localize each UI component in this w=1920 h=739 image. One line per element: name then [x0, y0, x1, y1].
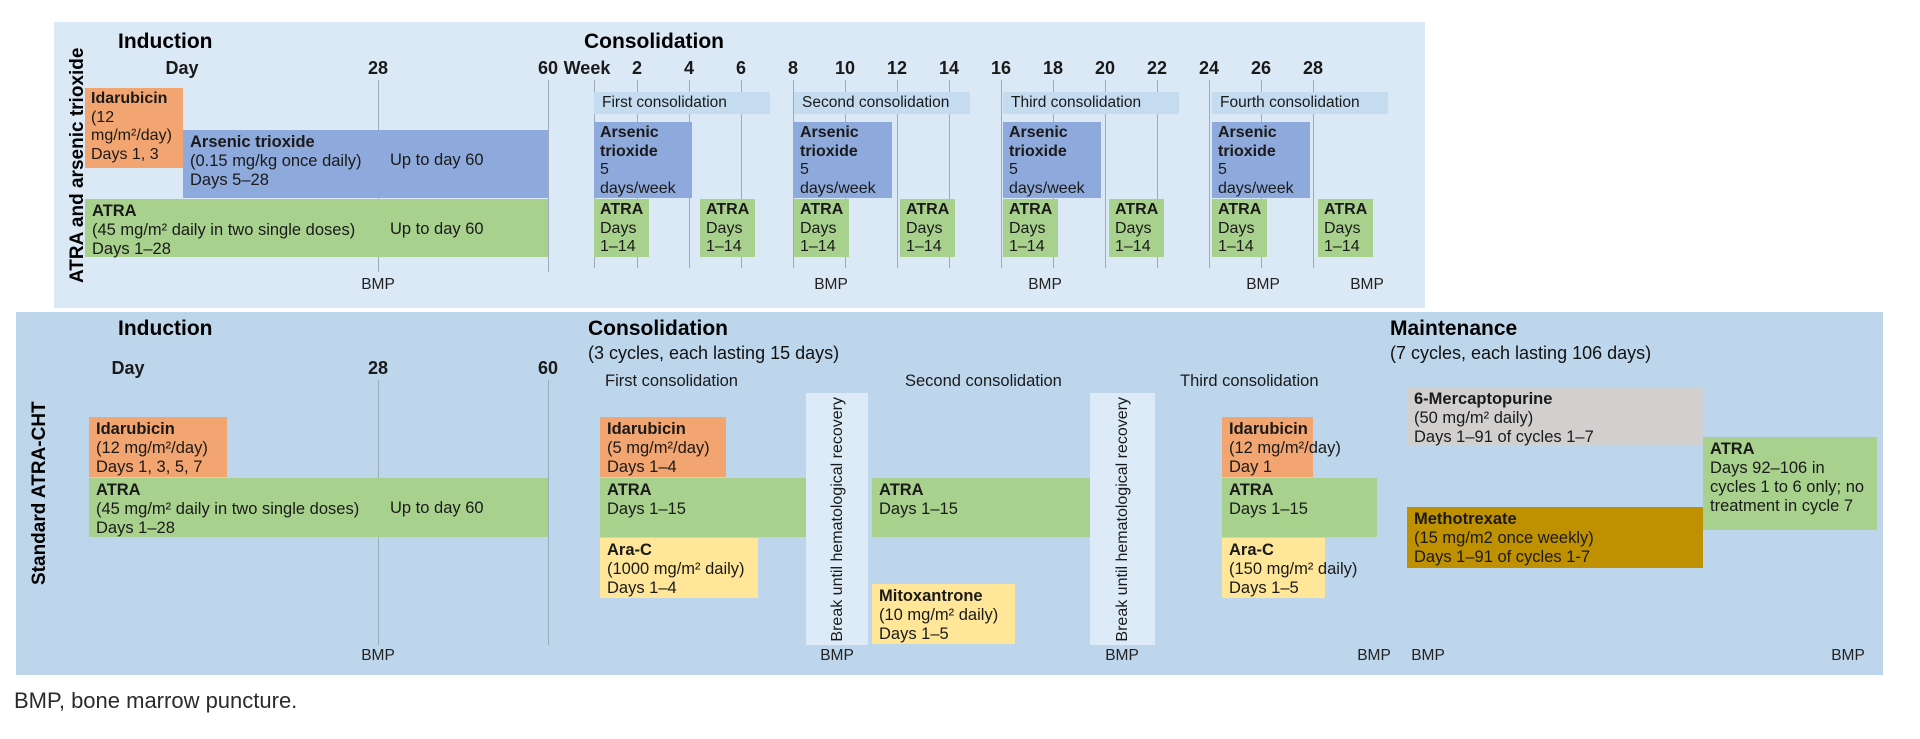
methotrexate-box: Methotrexate (15 mg/m2 once weekly) Days… [1407, 507, 1703, 568]
atra-box: ATRA Days 92–106 in cycles 1 to 6 only; … [1703, 437, 1877, 530]
bmp-marker: BMP [1246, 276, 1280, 293]
arsenic-trioxide-box: Arsenic trioxide (0.15 mg/kg once daily)… [183, 130, 548, 198]
week-tick-6: 6 [735, 58, 746, 78]
week-tick-12: 12 [886, 58, 908, 78]
gridline-week-16 [1001, 80, 1002, 268]
day-28-tick: 28 [367, 358, 389, 378]
day-60-tick: 60 [537, 58, 559, 78]
arsenic-trioxide-box: Arsenic trioxide 5 days/week [794, 122, 892, 198]
gridline-day-60 [548, 380, 549, 645]
week-tick-10: 10 [834, 58, 856, 78]
arsenic-trioxide-box: Arsenic trioxide 5 days/week [1212, 122, 1310, 198]
arsenic-trioxide-box: Arsenic trioxide 5 days/week [1003, 122, 1101, 198]
arsenic-trioxide-box: Arsenic trioxide 5 days/week [594, 122, 692, 198]
cycle-label: Third consolidation [1180, 372, 1319, 390]
atra-box: ATRA Days 1–14 [594, 199, 649, 257]
week-tick-2: 2 [631, 58, 642, 78]
induction-title: Induction [118, 30, 213, 53]
gridline-week-22 [1157, 80, 1158, 268]
consolidation-title: Consolidation [588, 317, 728, 340]
atra-box: ATRA Days 1–15 [872, 478, 1090, 537]
week-tick-14: 14 [938, 58, 960, 78]
atra-box: ATRA Days 1–14 [1212, 199, 1267, 257]
cycle-label: Second consolidation [905, 372, 1062, 390]
bmp-marker: BMP [1357, 647, 1391, 664]
week-tick-18: 18 [1042, 58, 1064, 78]
day-60-tick: 60 [537, 358, 559, 378]
panel-side-label: ATRA and arsenic trioxide [67, 47, 88, 283]
panel-standard-atra-cht: Standard ATRA-CHT Induction Day 28 60 Id… [16, 312, 1883, 675]
bmp-marker: BMP [1350, 276, 1384, 293]
cycle-band: Third consolidation [1003, 92, 1179, 114]
week-tick-20: 20 [1094, 58, 1116, 78]
consolidation-title: Consolidation [584, 30, 724, 53]
gridline-week-8 [793, 80, 794, 268]
bmp-marker: BMP [820, 647, 854, 664]
panel-atra-arsenic: ATRA and arsenic trioxide Induction Cons… [54, 22, 1425, 308]
gridline-week-24 [1209, 80, 1210, 268]
day-axis-label: Day [111, 358, 145, 378]
atra-extension-label: Up to day 60 [390, 499, 484, 517]
cycle-label: First consolidation [605, 372, 738, 390]
idarubicin-box: Idarubicin (12 mg/m²/day) Day 1 [1222, 417, 1341, 477]
gridline-day-60 [548, 80, 549, 272]
week-tick-26: 26 [1250, 58, 1272, 78]
arsenic-extension-label: Up to day 60 [390, 151, 484, 169]
week-tick-28: 28 [1302, 58, 1324, 78]
induction-title: Induction [118, 317, 213, 340]
gridline-week-28 [1313, 80, 1314, 268]
atra-box: ATRA Days 1–15 [1222, 478, 1377, 537]
week-tick-4: 4 [683, 58, 694, 78]
bmp-marker: BMP [814, 276, 848, 293]
bmp-marker: BMP [1105, 647, 1139, 664]
cycle-band: First consolidation [594, 92, 770, 114]
gridline-week-20 [1105, 80, 1106, 268]
maintenance-title: Maintenance [1390, 317, 1518, 340]
hematological-break-bar: Break until hematological recovery [1090, 393, 1155, 645]
atra-box: ATRA (45 mg/m² daily in two single doses… [85, 199, 548, 258]
atra-box: ATRA Days 1–14 [1318, 199, 1373, 257]
hematological-break-bar: Break until hematological recovery [806, 393, 868, 645]
week-axis-label: Week [563, 58, 611, 78]
day-axis-label: Day [165, 58, 199, 78]
week-tick-16: 16 [990, 58, 1012, 78]
atra-box: ATRA Days 1–14 [900, 199, 955, 257]
bmp-marker: BMP [1411, 647, 1445, 664]
week-tick-8: 8 [787, 58, 798, 78]
mitoxantrone-box: Mitoxantrone (10 mg/m² daily) Days 1–5 [872, 584, 1015, 644]
day-28-tick: 28 [367, 58, 389, 78]
ara-c-box: Ara-C (1000 mg/m² daily) Days 1–4 [600, 538, 758, 598]
idarubicin-box: Idarubicin (12 mg/m²/day) Days 1, 3, 5, … [89, 417, 227, 477]
mercaptopurine-box: 6-Mercaptopurine (50 mg/m² daily) Days 1… [1407, 387, 1703, 446]
idarubicin-box: Idarubicin (12 mg/m²/day) Days 1, 3 [85, 88, 183, 168]
atra-box: ATRA Days 1–14 [1003, 199, 1058, 257]
atra-box: ATRA Days 1–14 [700, 199, 755, 257]
atra-box: ATRA Days 1–14 [1109, 199, 1164, 257]
cycle-band: Second consolidation [794, 92, 970, 114]
bmp-marker: BMP [1831, 647, 1865, 664]
ara-c-box: Ara-C (150 mg/m² daily) Days 1–5 [1222, 538, 1357, 598]
panel-side-label: Standard ATRA-CHT [29, 401, 50, 586]
gridline-week-6 [741, 80, 742, 268]
consolidation-subtitle: (3 cycles, each lasting 15 days) [588, 343, 840, 363]
idarubicin-box: Idarubicin (5 mg/m²/day) Days 1–4 [600, 417, 726, 477]
bmp-marker: BMP [361, 276, 395, 293]
gridline-week-12 [897, 80, 898, 268]
cycle-band: Fourth consolidation [1212, 92, 1388, 114]
maintenance-subtitle: (7 cycles, each lasting 106 days) [1390, 343, 1652, 363]
bmp-marker: BMP [361, 647, 395, 664]
atra-extension-label: Up to day 60 [390, 220, 484, 238]
atra-box: ATRA Days 1–14 [794, 199, 849, 257]
atra-box: ATRA Days 1–15 [600, 478, 806, 537]
footnote: BMP, bone marrow puncture. [14, 688, 298, 713]
bmp-marker: BMP [1028, 276, 1062, 293]
week-tick-22: 22 [1146, 58, 1168, 78]
atra-box: ATRA (45 mg/m² daily in two single doses… [89, 478, 548, 537]
gridline-week-14 [949, 80, 950, 268]
week-tick-24: 24 [1198, 58, 1220, 78]
